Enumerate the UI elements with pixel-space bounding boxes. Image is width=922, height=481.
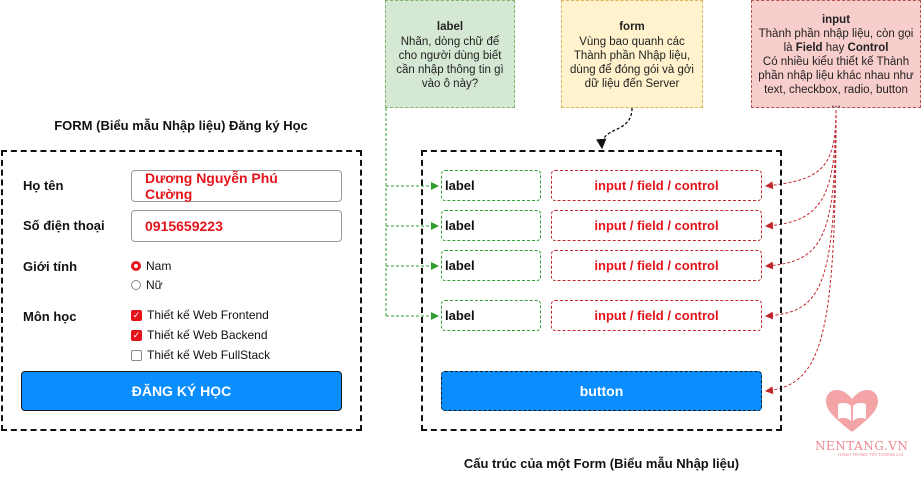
gender-option-label: Nữ bbox=[146, 278, 163, 292]
input-note-line-1: Thành phần nhập liệu, còn gọi là Field h… bbox=[758, 27, 914, 55]
structure-label-text: label bbox=[445, 178, 475, 193]
structure-button: button bbox=[441, 371, 762, 411]
course-option-label: Thiết kế Web FullStack bbox=[147, 348, 271, 362]
input-note-strong-1: Field bbox=[795, 42, 823, 54]
form-structure bbox=[421, 150, 782, 431]
checkbox-unchecked-icon bbox=[131, 349, 142, 361]
structure-label-1: label bbox=[441, 170, 541, 201]
structure-label-4: label bbox=[441, 300, 541, 331]
input-note-title: input bbox=[821, 14, 851, 26]
input-note-text-2: hay bbox=[825, 42, 845, 54]
structure-label-text: label bbox=[445, 308, 475, 323]
fullname-value: Dương Nguyễn Phú Cường bbox=[145, 170, 278, 202]
logo-text: NENTANG.VN bbox=[815, 439, 909, 453]
structure-label-text: label bbox=[445, 218, 475, 233]
input-connectors bbox=[765, 109, 837, 395]
course-option-label: Thiết kế Web Frontend bbox=[147, 308, 269, 322]
gender-option-male[interactable]: Nam bbox=[131, 259, 171, 273]
course-option-fullstack[interactable]: Thiết kế Web FullStack bbox=[131, 348, 270, 362]
phone-input[interactable]: 0915659223 bbox=[131, 210, 342, 242]
structure-label-3: label bbox=[441, 250, 541, 281]
phone-label: Số điện thoại bbox=[23, 218, 105, 233]
input-note-text-1: Thành phần nhập liệu, còn gọi là bbox=[758, 28, 914, 54]
input-note: input Thành phần nhập liệu, còn gọi là F… bbox=[751, 0, 921, 110]
structure-control-1: input / field / control bbox=[551, 170, 762, 201]
logo-tagline: HÀNH TRANG TỚI TƯƠNG LAI bbox=[838, 452, 904, 457]
checkbox-checked-icon: ✓ bbox=[131, 309, 142, 321]
course-option-frontend[interactable]: ✓ Thiết kế Web Frontend bbox=[131, 308, 269, 322]
structure-control-text: input / field / control bbox=[594, 178, 719, 193]
radio-unselected-icon bbox=[131, 280, 141, 290]
course-label: Môn học bbox=[23, 309, 77, 324]
nentang-logo-icon bbox=[826, 390, 878, 432]
structure-control-text: input / field / control bbox=[594, 218, 719, 233]
form-note-text: Vùng bao quanh các Thành phần Nhập liệu,… bbox=[570, 36, 694, 90]
fullname-input[interactable]: Dương Nguyễn Phú Cường bbox=[131, 170, 342, 202]
register-button[interactable]: ĐĂNG KÝ HỌC bbox=[21, 371, 342, 411]
label-connectors bbox=[385, 108, 439, 320]
gender-option-label: Nam bbox=[146, 259, 172, 273]
structure-control-4: input / field / control bbox=[551, 300, 762, 331]
phone-value: 0915659223 bbox=[145, 218, 223, 234]
course-option-label: Thiết kế Web Backend bbox=[147, 328, 268, 342]
label-note-text: Nhãn, dòng chữ để cho người dùng biết cầ… bbox=[396, 36, 504, 90]
form-connector bbox=[596, 107, 633, 150]
structure-control-text: input / field / control bbox=[594, 258, 719, 273]
input-note-text-3: Có nhiều kiểu thiết kế Thành phần nhập l… bbox=[758, 56, 914, 110]
structure-label-2: label bbox=[441, 210, 541, 241]
structure-control-text: input / field / control bbox=[594, 308, 719, 323]
gender-option-female[interactable]: Nữ bbox=[131, 278, 163, 292]
course-option-backend[interactable]: ✓ Thiết kế Web Backend bbox=[131, 328, 268, 342]
structure-label-text: label bbox=[445, 258, 475, 273]
label-note-title: label bbox=[436, 21, 464, 33]
checkbox-checked-icon: ✓ bbox=[131, 329, 142, 341]
fullname-label: Họ tên bbox=[23, 178, 64, 193]
label-note: label Nhãn, dòng chữ để cho người dùng b… bbox=[385, 0, 515, 108]
form-title: FORM (Biểu mẫu Nhập liệu) Đăng ký Học bbox=[54, 118, 308, 133]
gender-label: Giới tính bbox=[23, 259, 78, 274]
radio-selected-icon bbox=[131, 261, 141, 271]
structure-control-2: input / field / control bbox=[551, 210, 762, 241]
structure-control-3: input / field / control bbox=[551, 250, 762, 281]
form-note: form Vùng bao quanh các Thành phần Nhập … bbox=[561, 0, 703, 108]
registration-form bbox=[1, 150, 362, 431]
structure-caption: Cấu trúc của một Form (Biểu mẫu Nhập liệ… bbox=[463, 456, 740, 471]
form-note-title: form bbox=[619, 21, 645, 33]
input-note-strong-2: Control bbox=[847, 42, 889, 54]
